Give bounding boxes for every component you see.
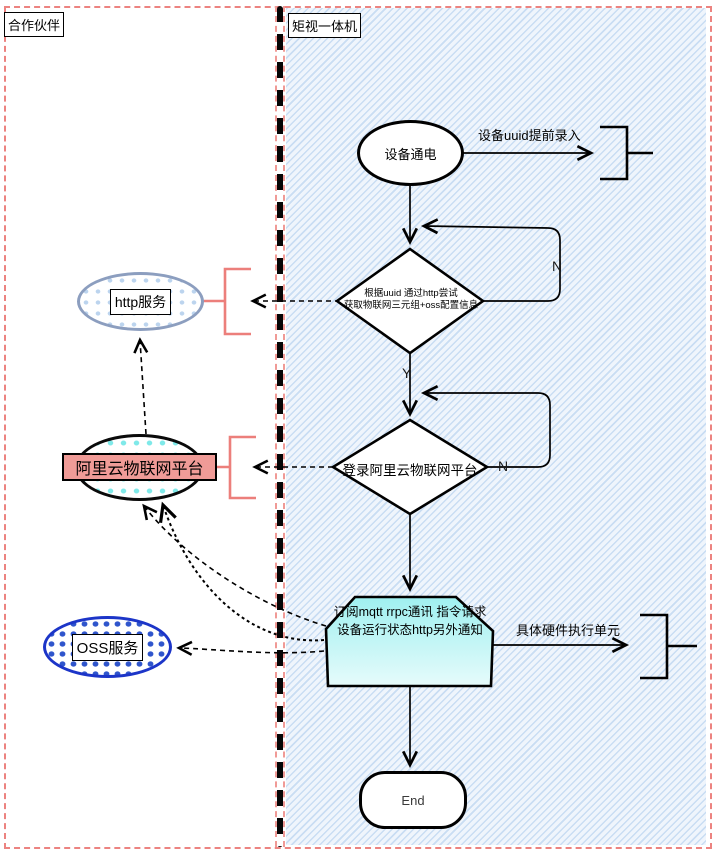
oss-service-label: OSS服务 [71,633,144,661]
decision1-no-label: N [552,258,563,274]
oss-service-node: OSS服务 [43,616,172,678]
process-mqtt-line1: 订阅mqtt rrpc通讯 指令请求 [333,605,487,619]
decision-http-line1: 根据uuid 通过http尝试 [364,288,458,299]
http-service-label: http服务 [109,288,172,315]
decision2-no-label: N [498,458,509,474]
aliyun-iot-label: 阿里云物联网平台 [62,453,217,481]
start-node: 设备通电 [357,120,464,186]
decision1-yes-label: Y [402,365,412,381]
lane-divider [274,6,286,847]
start-node-label: 设备通电 [384,146,437,162]
hardware-unit-edge-label: 具体硬件执行单元 [516,623,621,638]
lane-title-device: 矩视一体机 [288,13,362,38]
lane-title-partners: 合作伙伴 [4,12,65,37]
decision-login-aliyun-text: 登录阿里云物联网平台 [342,463,478,478]
uuid-entry-edge-label: 设备uuid提前录入 [478,128,581,143]
divider-black-dashes [277,6,283,847]
decision-http-triple-text: 根据uuid 通过http尝试 获取物联网三元组+oss配置信息 [337,288,485,313]
divider-red-line-right [283,6,285,847]
divider-red-line-left [275,6,277,847]
http-service-node: http服务 [77,272,204,331]
process-mqtt-text: 订阅mqtt rrpc通讯 指令请求 设备运行状态http另外通知 [330,604,490,639]
end-node-label: End [401,792,425,808]
process-mqtt-line2: 设备运行状态http另外通知 [337,622,483,637]
swimlane-outer-border [4,6,712,849]
end-node: End [359,771,467,829]
decision-http-line2: 获取物联网三元组+oss配置信息 [343,300,479,312]
